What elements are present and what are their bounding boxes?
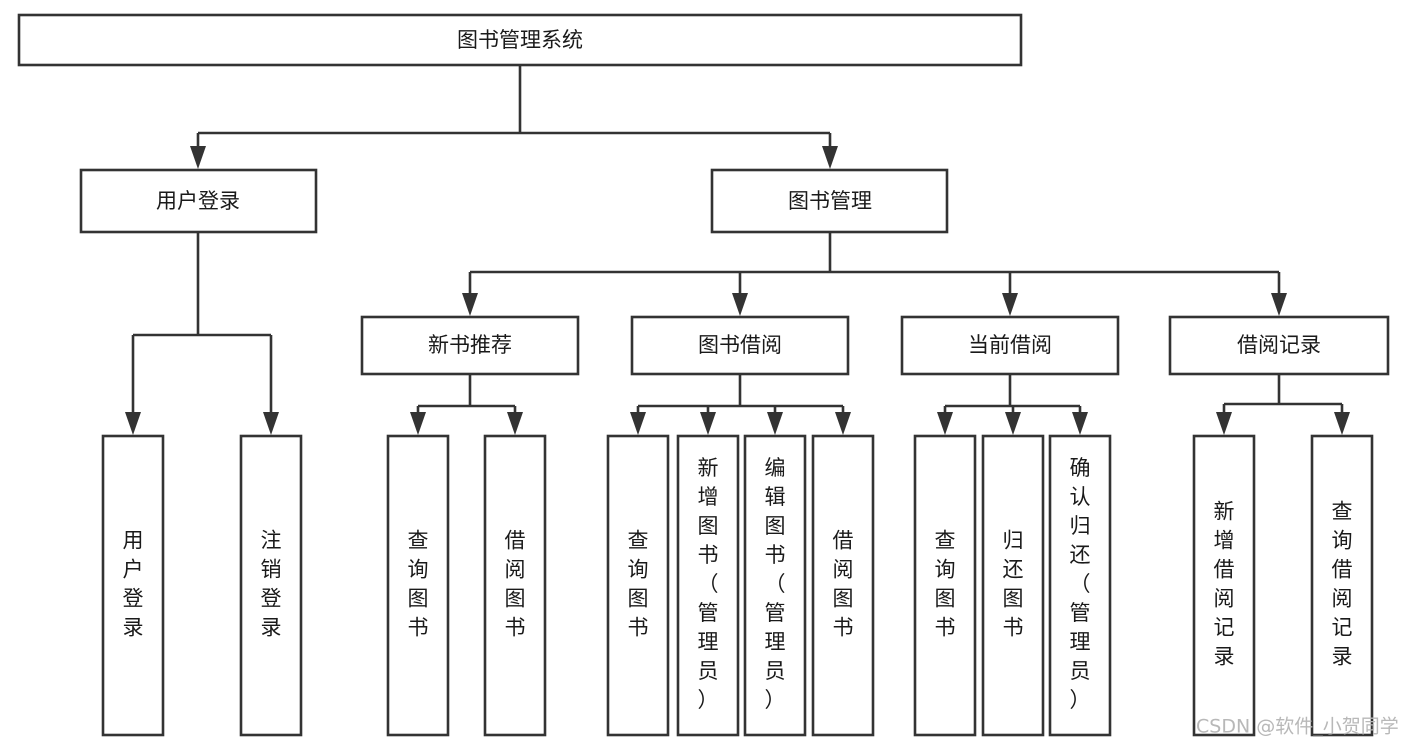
arrow-to-leaf-return-book bbox=[1005, 412, 1021, 435]
node-leaf-query-book-1[interactable]: 查询图书 bbox=[386, 434, 450, 737]
node-leaf-add-book-box[interactable] bbox=[676, 434, 740, 737]
node-book-borrow-box[interactable] bbox=[630, 315, 850, 376]
node-leaf-user-login-box[interactable] bbox=[101, 434, 165, 737]
arrow-to-borrow-record bbox=[1271, 293, 1287, 316]
arrow-to-leaf-borrow-book-2 bbox=[835, 412, 851, 435]
node-leaf-logout-login-box[interactable] bbox=[239, 434, 303, 737]
node-root-label: 图书管理系统 bbox=[457, 28, 583, 52]
node-leaf-return-book-box[interactable] bbox=[981, 434, 1045, 737]
node-leaf-edit-book-box[interactable] bbox=[743, 434, 807, 737]
node-leaf-query-book-2[interactable]: 查询图书 bbox=[606, 434, 670, 737]
arrow-to-leaf-query-record bbox=[1334, 412, 1350, 435]
arrow-to-book-borrow bbox=[732, 293, 748, 316]
node-leaf-user-login[interactable]: 用户登录 bbox=[101, 434, 165, 737]
node-root[interactable]: 图书管理系统 bbox=[17, 13, 1023, 67]
node-leaf-borrow-book-2-label: 借阅图书 bbox=[833, 529, 854, 640]
arrow-to-leaf-query-book-1 bbox=[410, 412, 426, 435]
node-leaf-query-record-box[interactable] bbox=[1310, 434, 1374, 737]
node-leaf-query-book-3[interactable]: 查询图书 bbox=[913, 434, 977, 737]
node-leaf-query-book-3-label: 查询图书 bbox=[935, 529, 956, 640]
node-leaf-query-book-2-label: 查询图书 bbox=[628, 529, 649, 640]
arrow-to-leaf-query-book-3 bbox=[937, 412, 953, 435]
node-leaf-edit-book-label: 编辑图书（管理员） bbox=[765, 456, 786, 712]
node-leaf-confirm-return-box[interactable] bbox=[1048, 434, 1112, 737]
node-borrow-record[interactable]: 借阅记录 bbox=[1168, 315, 1390, 376]
arrow-to-new-book-recommend bbox=[462, 293, 478, 316]
node-new-book-recommend-box[interactable] bbox=[360, 315, 580, 376]
node-leaf-borrow-book-1-box[interactable] bbox=[483, 434, 547, 737]
node-leaf-add-book[interactable]: 新增图书（管理员） bbox=[676, 434, 740, 737]
node-leaf-return-book-label: 归还图书 bbox=[1003, 529, 1024, 640]
node-leaf-query-record[interactable]: 查询借阅记录 bbox=[1310, 434, 1374, 737]
arrow-to-leaf-logout-login bbox=[263, 412, 279, 435]
node-leaf-return-book[interactable]: 归还图书 bbox=[981, 434, 1045, 737]
node-leaf-borrow-book-1[interactable]: 借阅图书 bbox=[483, 434, 547, 737]
node-root-box[interactable] bbox=[17, 13, 1023, 67]
node-leaf-confirm-return[interactable]: 确认归还（管理员） bbox=[1048, 434, 1112, 737]
node-leaf-query-record-label: 查询借阅记录 bbox=[1332, 500, 1353, 669]
node-leaf-query-book-1-box[interactable] bbox=[386, 434, 450, 737]
node-leaf-add-book-label: 新增图书（管理员） bbox=[698, 456, 719, 712]
node-leaf-logout-login-label: 注销登录 bbox=[261, 529, 282, 640]
node-leaf-query-book-3-box[interactable] bbox=[913, 434, 977, 737]
node-leaf-confirm-return-label: 确认归还（管理员） bbox=[1070, 456, 1091, 712]
node-book-manage-label: 图书管理 bbox=[788, 189, 872, 213]
node-leaf-add-record-label: 新增借阅记录 bbox=[1214, 500, 1235, 669]
connectors-group bbox=[125, 65, 1350, 435]
node-book-borrow[interactable]: 图书借阅 bbox=[630, 315, 850, 376]
arrow-to-leaf-add-record bbox=[1216, 412, 1232, 435]
node-borrow-record-label: 借阅记录 bbox=[1237, 333, 1321, 357]
node-user-login-label: 用户登录 bbox=[156, 189, 240, 213]
arrow-to-user-login bbox=[190, 146, 206, 169]
arrow-to-current-borrow bbox=[1002, 293, 1018, 316]
arrow-to-leaf-confirm-return bbox=[1072, 412, 1088, 435]
node-leaf-borrow-book-2[interactable]: 借阅图书 bbox=[811, 434, 875, 737]
node-book-manage[interactable]: 图书管理 bbox=[710, 168, 949, 234]
node-current-borrow[interactable]: 当前借阅 bbox=[900, 315, 1120, 376]
node-user-login[interactable]: 用户登录 bbox=[79, 168, 318, 234]
node-leaf-add-record-box[interactable] bbox=[1192, 434, 1256, 737]
node-book-manage-box[interactable] bbox=[710, 168, 949, 234]
arrow-to-leaf-user-login bbox=[125, 412, 141, 435]
node-leaf-logout-login[interactable]: 注销登录 bbox=[239, 434, 303, 737]
node-current-borrow-label: 当前借阅 bbox=[968, 333, 1052, 357]
node-leaf-add-record[interactable]: 新增借阅记录 bbox=[1192, 434, 1256, 737]
node-new-book-recommend[interactable]: 新书推荐 bbox=[360, 315, 580, 376]
node-user-login-box[interactable] bbox=[79, 168, 318, 234]
node-current-borrow-box[interactable] bbox=[900, 315, 1120, 376]
node-leaf-query-book-2-box[interactable] bbox=[606, 434, 670, 737]
node-new-book-recommend-label: 新书推荐 bbox=[428, 333, 512, 357]
arrow-to-leaf-edit-book bbox=[767, 412, 783, 435]
node-leaf-edit-book[interactable]: 编辑图书（管理员） bbox=[743, 434, 807, 737]
node-borrow-record-box[interactable] bbox=[1168, 315, 1390, 376]
csdn-watermark: CSDN @软件_小贺同学 bbox=[1196, 716, 1399, 738]
node-leaf-query-book-1-label: 查询图书 bbox=[408, 529, 429, 640]
arrow-to-leaf-query-book-2 bbox=[630, 412, 646, 435]
node-leaf-borrow-book-1-label: 借阅图书 bbox=[505, 529, 526, 640]
arrow-to-book-manage bbox=[822, 146, 838, 169]
node-leaf-user-login-label: 用户登录 bbox=[123, 529, 144, 640]
arrow-to-leaf-add-book bbox=[700, 412, 716, 435]
arrow-to-leaf-borrow-book-1 bbox=[507, 412, 523, 435]
leaf-nodes-group: 用户登录 注销登录 查询图书 借阅图书 查询图书 新增图书（管理员） bbox=[101, 434, 1374, 737]
node-book-borrow-label: 图书借阅 bbox=[698, 333, 782, 357]
node-leaf-borrow-book-2-box[interactable] bbox=[811, 434, 875, 737]
